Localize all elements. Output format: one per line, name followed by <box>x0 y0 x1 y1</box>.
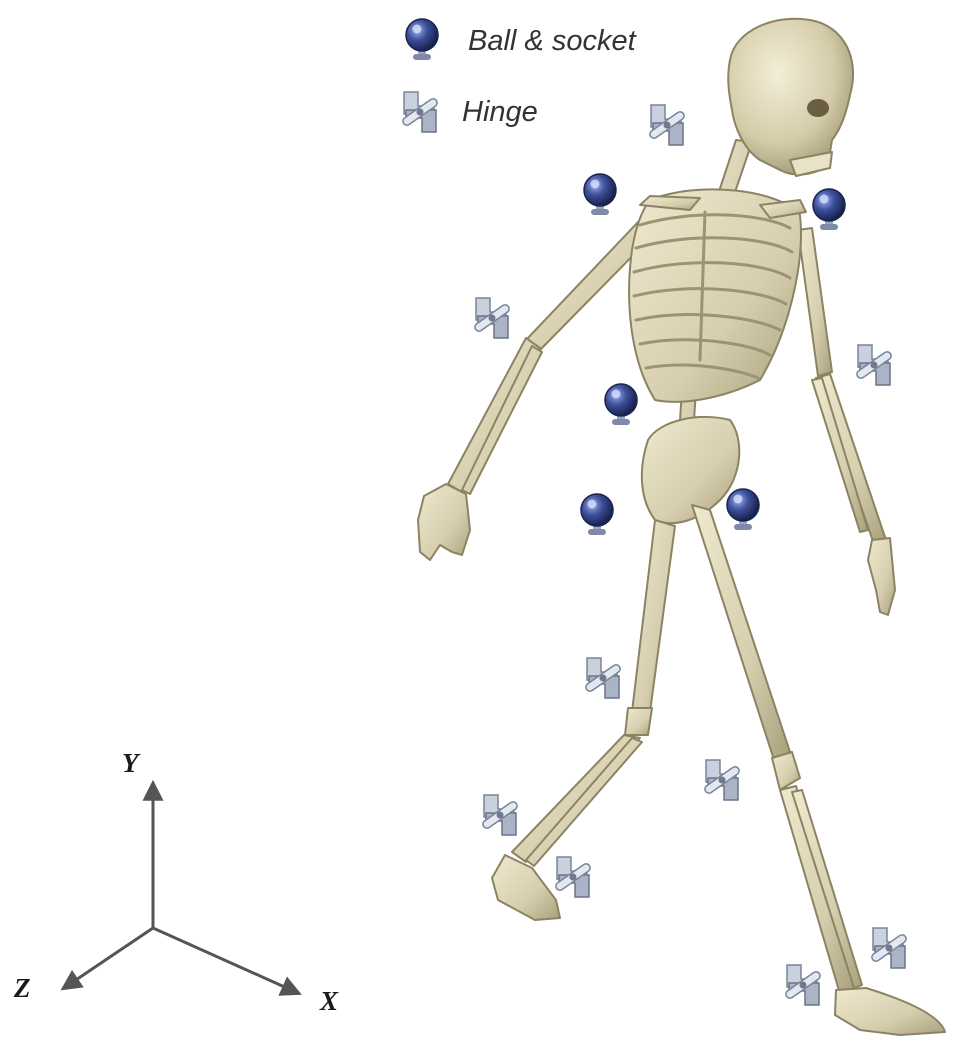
skeleton-figure <box>418 19 945 1035</box>
x-axis-label: X <box>319 986 339 1016</box>
y-axis-label: Y <box>122 748 141 778</box>
hinge-joint-icon <box>481 795 518 835</box>
ball-socket-joint-icon <box>581 494 613 535</box>
hinge-joint-icon <box>554 857 591 897</box>
coordinate-axes <box>64 784 298 993</box>
z-axis-arrow <box>64 928 153 988</box>
hinge-joint-icon <box>648 105 685 145</box>
hinge-joint-icon <box>870 928 907 968</box>
hinge-joint-icon <box>784 965 821 1005</box>
right-arm <box>798 228 895 615</box>
hinge-joint-icon <box>703 760 740 800</box>
x-axis-arrow <box>153 928 298 993</box>
right-leg <box>492 520 675 920</box>
legend-hinge-label: Hinge <box>462 96 538 128</box>
z-axis-label: Z <box>13 973 31 1003</box>
ball-socket-joint-icon <box>584 174 616 215</box>
rib-cage <box>629 189 806 401</box>
ball-socket-joint-icon <box>605 384 637 425</box>
pelvis <box>642 417 739 523</box>
legend: Ball & socket Hinge <box>401 19 637 132</box>
legend-ball-socket-label: Ball & socket <box>468 25 638 57</box>
hinge-joint-icon <box>473 298 510 338</box>
hinge-joint-icon <box>855 345 892 385</box>
hinge-joint-icon <box>584 658 621 698</box>
hinge-joint-icon <box>401 92 438 132</box>
ball-socket-joint-icon <box>813 189 845 230</box>
ball-socket-joint-icon <box>406 19 438 60</box>
ball-socket-joint-icon <box>727 489 759 530</box>
